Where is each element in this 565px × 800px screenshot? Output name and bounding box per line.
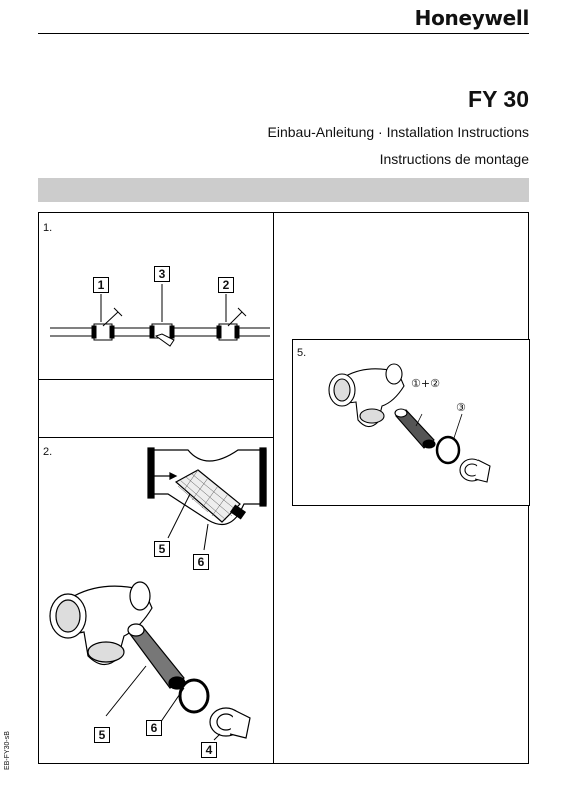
strainer-exploded-small-icon bbox=[328, 363, 491, 483]
document-code: EB-FY30-sB bbox=[4, 731, 11, 770]
subtitle-line-2: Instructions de montage bbox=[379, 151, 529, 167]
panel-5-label-3: ③ bbox=[456, 401, 466, 414]
panel-2-callout-5-bottom: 5 bbox=[94, 727, 110, 743]
panel-1-bottom-rule bbox=[38, 379, 274, 380]
panel-2-callout-4-bottom: 4 bbox=[201, 742, 217, 758]
brand-logo: Honeywell bbox=[414, 6, 530, 30]
panel-2-callout-6-bottom: 6 bbox=[146, 720, 162, 736]
title-band bbox=[38, 178, 529, 202]
frame-divider-vertical bbox=[273, 212, 274, 764]
panel-1-callout-1: 1 bbox=[93, 277, 109, 293]
model-title: FY 30 bbox=[468, 86, 529, 112]
strainer-exploded-icon bbox=[49, 581, 251, 741]
panel-5-step: 5. bbox=[297, 347, 307, 359]
panel-1-callout-3: 3 bbox=[154, 266, 170, 282]
panel-5-label-1-2: ①+② bbox=[411, 377, 440, 390]
strainer-section-icon bbox=[147, 447, 267, 551]
panel-2-callout-6-top: 6 bbox=[193, 554, 209, 570]
header-rule bbox=[38, 33, 529, 34]
pipeline-valve-icon bbox=[50, 284, 270, 347]
panel-2-step: 2. bbox=[43, 446, 53, 458]
panel-2-top-rule bbox=[38, 437, 274, 438]
subtitle-line-1: Einbau-Anleitung · Installation Instruct… bbox=[267, 124, 529, 140]
panel-1-step: 1. bbox=[43, 222, 53, 234]
panel-1-callout-2: 2 bbox=[218, 277, 234, 293]
panel-2-callout-5-top: 5 bbox=[154, 541, 170, 557]
